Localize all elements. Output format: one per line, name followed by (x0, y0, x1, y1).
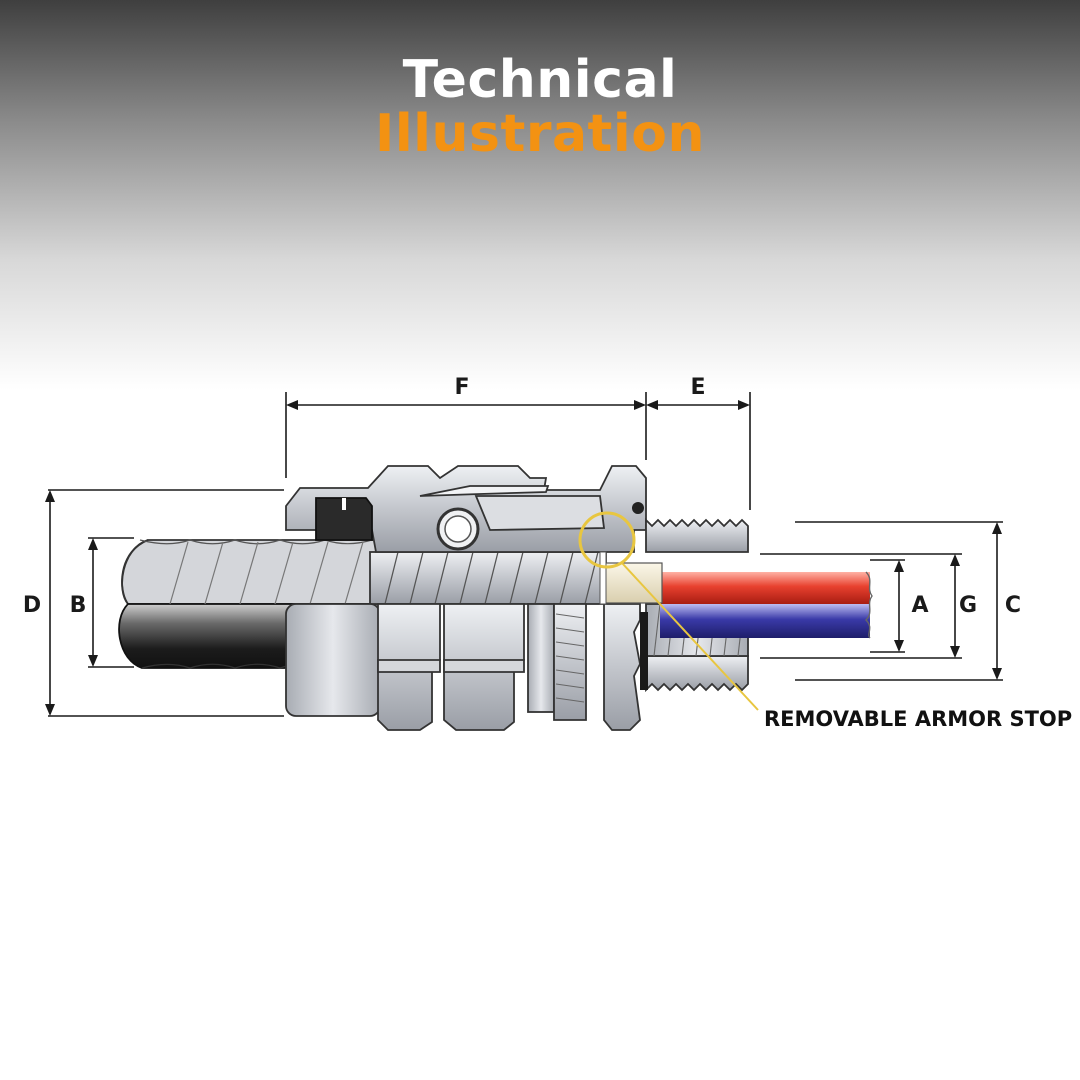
dimension-arrowheads (45, 400, 1002, 716)
title-line-technical: Technical (402, 50, 678, 110)
gland-upper-body (285, 465, 647, 553)
dimension-label-a: A (911, 593, 928, 618)
dimension-lines (48, 392, 1003, 717)
dimension-label-g: G (959, 593, 977, 618)
gland-lower-body (285, 603, 648, 731)
dimension-label-c: C (1005, 593, 1021, 618)
dimension-label-d: D (23, 593, 41, 618)
callout-label: REMOVABLE ARMOR STOP (764, 707, 1072, 731)
title-line-illustration: Illustration (375, 104, 705, 164)
dimension-label-f: F (454, 375, 469, 400)
o-ring (632, 502, 644, 514)
armor-stop-callout (578, 511, 759, 711)
conductors (660, 571, 873, 639)
sealing-ring (315, 497, 373, 541)
dimension-label-b: B (70, 593, 87, 618)
spiral-armor (369, 551, 607, 605)
dimension-label-e: E (690, 375, 705, 400)
